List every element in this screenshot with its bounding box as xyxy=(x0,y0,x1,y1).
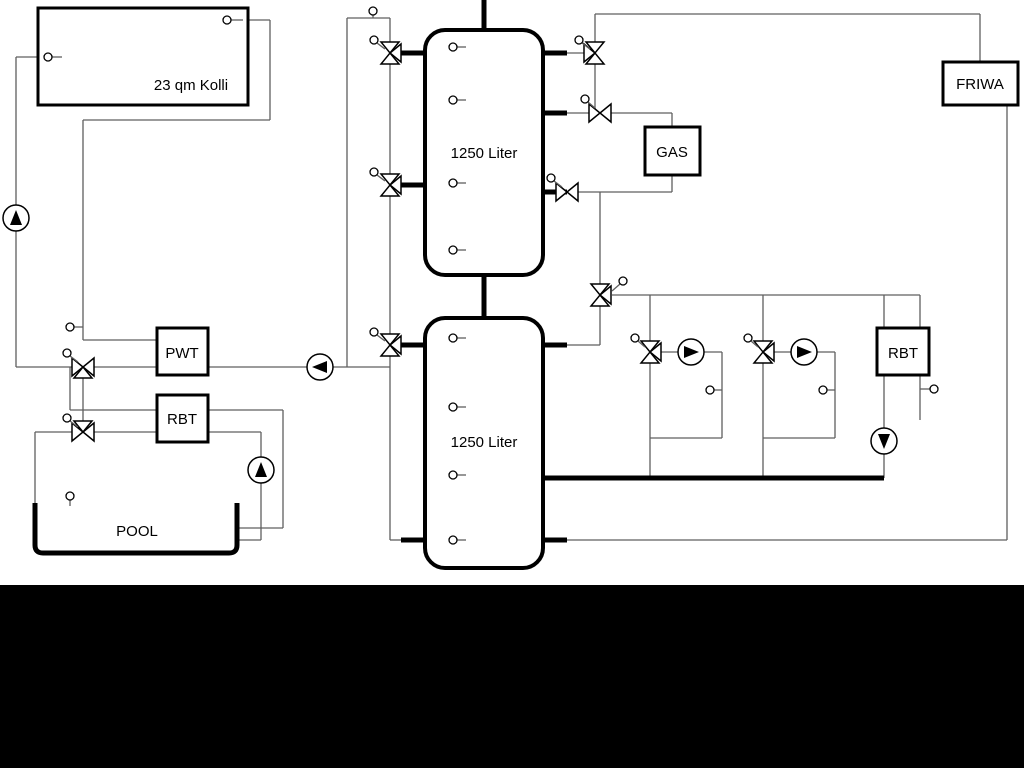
rbt-left-label: RBT xyxy=(167,411,197,428)
three-way-valve-icon-v10 xyxy=(639,340,662,364)
solar-collector-box xyxy=(36,6,250,107)
pwt-heat-exchanger-box xyxy=(155,326,210,377)
rbt-right-label: RBT xyxy=(888,345,918,362)
gas-boiler-box xyxy=(643,125,702,177)
three-way-valve-icon-v9 xyxy=(71,420,95,443)
valve-actuator-icons xyxy=(62,35,759,428)
tank1-label: 1250 Liter xyxy=(451,145,518,162)
heating-pump-1-icon xyxy=(677,338,705,366)
rbt-right-box xyxy=(875,326,931,377)
gas-label: GAS xyxy=(656,144,688,161)
three-way-valve-icon-v4 xyxy=(379,173,402,197)
three-way-valve-icon-v8 xyxy=(71,356,95,379)
collector-label: 23 qm Kolli xyxy=(154,77,228,94)
pool-pump-icon xyxy=(247,456,275,484)
pool-label: POOL xyxy=(116,523,158,540)
three-way-valve-icon-v11 xyxy=(752,340,775,364)
tank2-label: 1250 Liter xyxy=(451,434,518,451)
letterbox-bottom xyxy=(0,585,1024,768)
valve-icon-v5 xyxy=(555,181,579,203)
buffer-tank-1 xyxy=(423,28,545,277)
pipes-thin xyxy=(15,13,1008,541)
three-way-valve-icon-v7 xyxy=(379,333,402,357)
friwa-label: FRIWA xyxy=(956,76,1004,93)
pwt-label: PWT xyxy=(165,345,198,362)
valve-icon-v3 xyxy=(588,102,612,124)
buffer-charge-pump-icon xyxy=(306,353,334,381)
buffer-tank-2 xyxy=(423,316,545,570)
three-way-valve-icon-v1 xyxy=(379,41,402,65)
temp-sensor-icons xyxy=(43,6,939,545)
rbt-left-box xyxy=(155,393,210,444)
solar-pump-icon xyxy=(2,204,30,232)
rbt-return-pump-icon xyxy=(870,427,898,455)
pool-basin xyxy=(32,503,240,556)
pipes-thick xyxy=(401,0,884,543)
friwa-box xyxy=(941,60,1020,107)
heating-pump-2-icon xyxy=(790,338,818,366)
three-way-valve-icon-v6 xyxy=(589,283,612,307)
